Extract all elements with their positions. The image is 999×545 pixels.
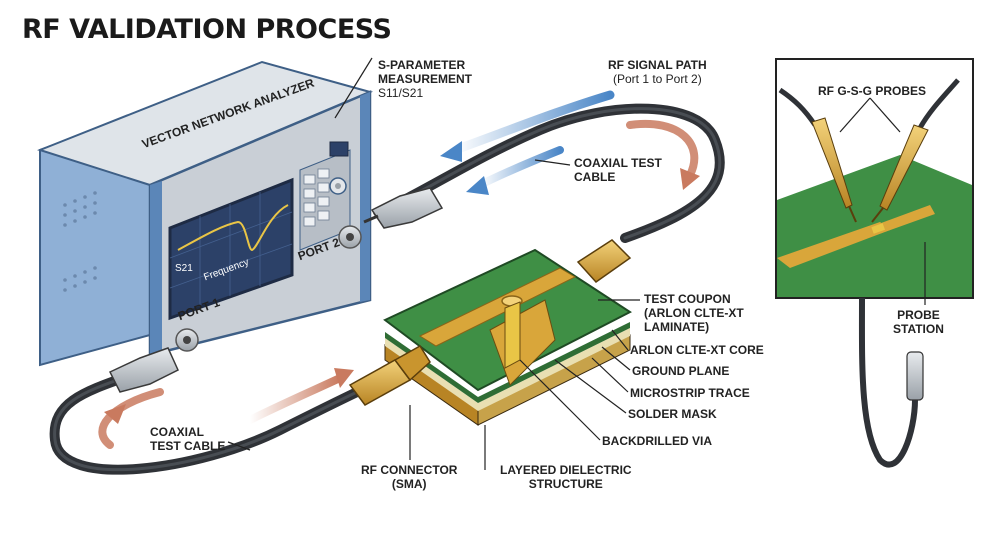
- microstrip-label: MICROSTRIP TRACE: [630, 386, 750, 400]
- ground-plane-label: GROUND PLANE: [632, 364, 730, 378]
- s21-trace: [177, 204, 289, 252]
- sma-connector-left: [348, 344, 431, 406]
- coax-cable-right-label: COAXIAL TEST CABLE: [574, 156, 662, 184]
- coupon-leader-lines: [227, 57, 640, 470]
- signal-path-label: RF SIGNAL PATH (Port 1 to Port 2): [608, 58, 707, 86]
- test-coupon-label: TEST COUPON (ARLON CLTE-XT LAMINATE): [644, 292, 744, 334]
- dielectric-label: LAYERED DIELECTRIC STRUCTURE: [500, 463, 632, 491]
- signal-arrow-red-left: [98, 388, 164, 449]
- signal-arrow-red-right: [626, 119, 700, 190]
- probes-label: RF G-S-G PROBES: [818, 84, 927, 98]
- sma-connector-right: [576, 239, 632, 283]
- port-1-connector: [175, 328, 199, 352]
- page-title: RF VALIDATION PROCESS: [22, 14, 392, 45]
- port-2-connector: [338, 225, 362, 249]
- coax-cable-left-label: COAXIAL TEST CABLE: [150, 425, 226, 453]
- probe-station-label: PROBE STATION: [893, 308, 944, 336]
- vector-network-analyzer: [37, 60, 374, 367]
- signal-arrow-red-bottom: [246, 368, 354, 424]
- cable-connector-bottom-left: [108, 347, 179, 393]
- probe-station-panel: [775, 58, 974, 305]
- probe-station-cable: [858, 297, 924, 468]
- rf-connector-label: RF CONNECTOR (SMA): [361, 463, 458, 491]
- coax-cable-top: [373, 103, 725, 243]
- s-parameter-label: S-PARAMETER MEASUREMENT S11/S21: [378, 58, 473, 100]
- cable-connector-top-left: [363, 187, 444, 229]
- screen-y-label: S21: [175, 263, 193, 274]
- gsg-probe-left: [778, 87, 857, 223]
- solder-mask-label: SOLDER MASK: [628, 407, 717, 421]
- test-coupon: [383, 248, 632, 426]
- core-label: ARLON CLTE-XT CORE: [630, 343, 764, 357]
- coax-cable-bottom: [49, 367, 377, 475]
- signal-arrow-blue-upper: [440, 90, 615, 162]
- signal-arrow-blue-lower: [466, 146, 564, 195]
- gsg-probe-right: [871, 78, 960, 223]
- backdrilled-via-label: BACKDRILLED VIA: [602, 434, 712, 448]
